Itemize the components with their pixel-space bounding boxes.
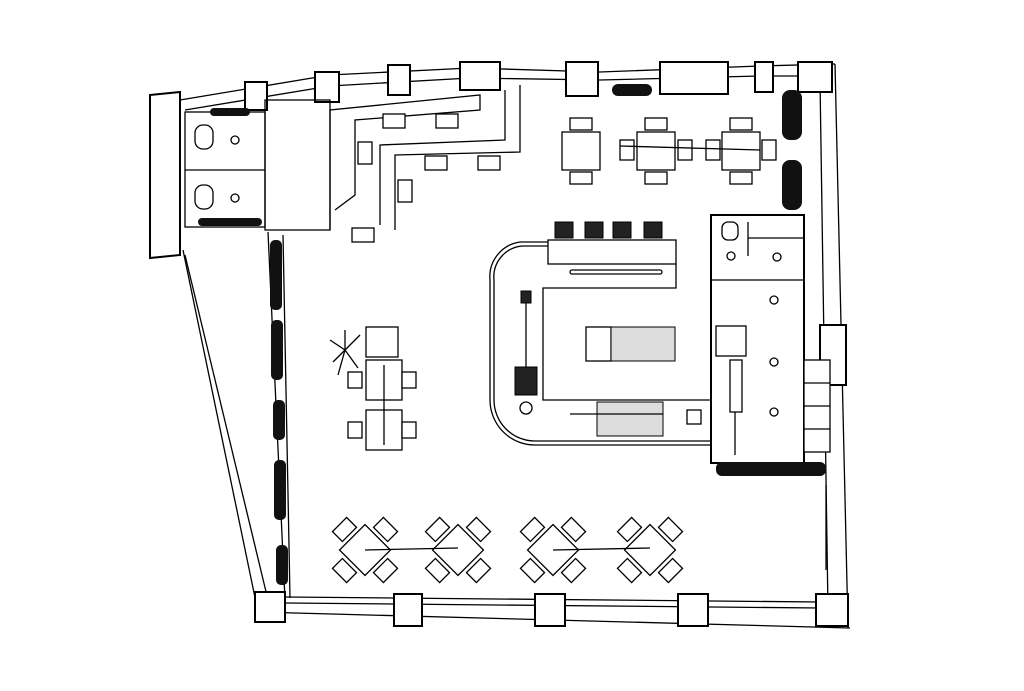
planters [198,84,826,585]
structural-columns [244,61,849,627]
dining-tables-left [329,326,417,451]
dining-tables-top [561,117,777,185]
bar-counter [489,221,710,446]
kitchen [710,214,831,464]
restrooms [184,99,331,231]
plant-icon [329,330,361,376]
dining-tables-bottom [331,485,827,584]
banquette-seating [329,85,521,243]
